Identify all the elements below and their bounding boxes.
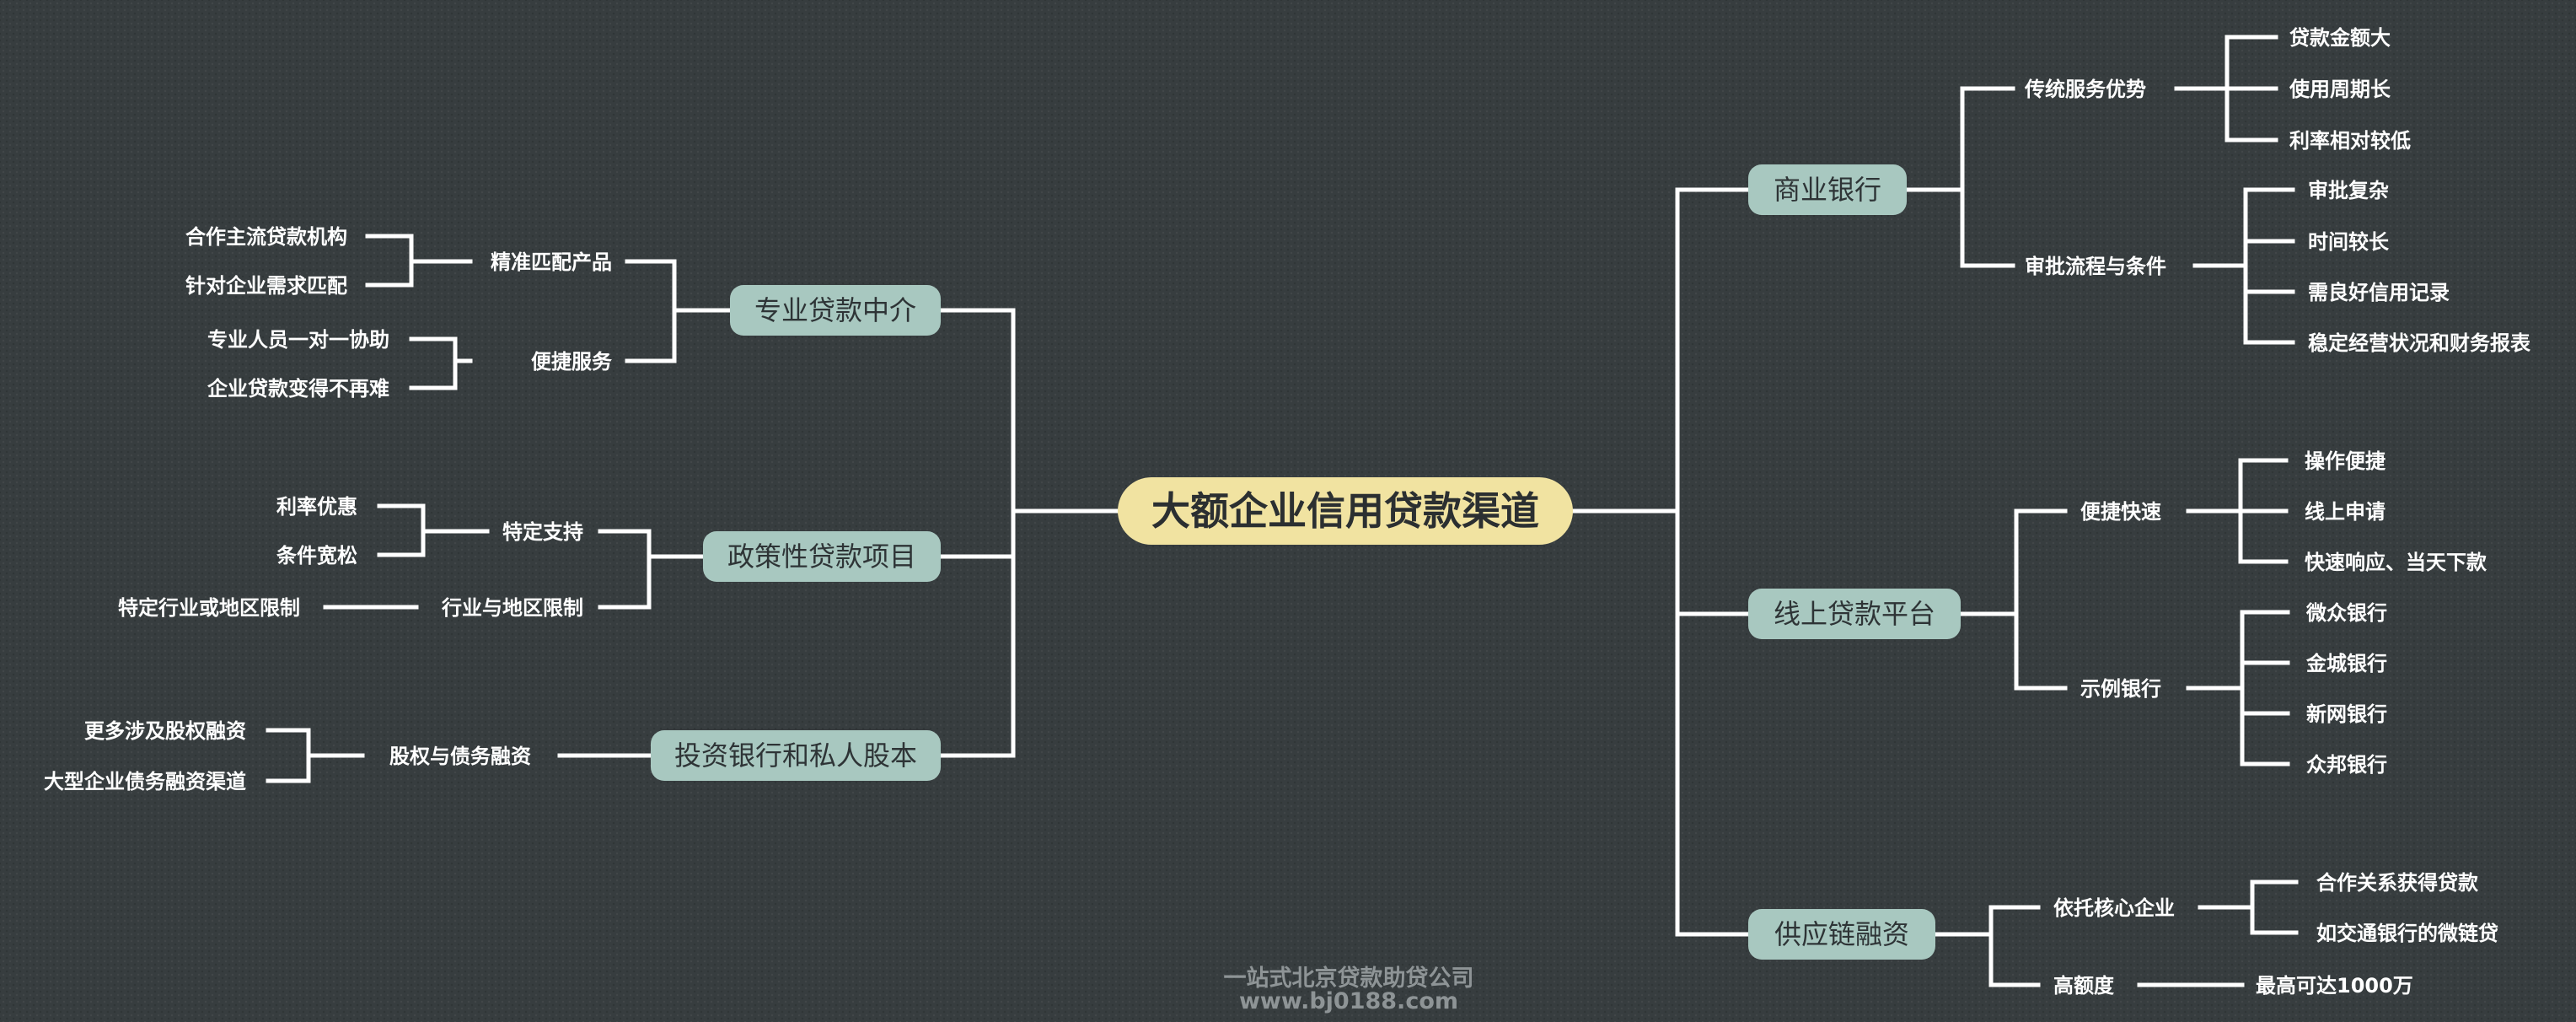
- subtopic-example-banks[interactable]: 示例银行: [2080, 677, 2161, 701]
- root-title: 大额企业信用贷款渠道: [1151, 488, 1539, 534]
- branch-policy-loan[interactable]: 政策性贷款项目: [703, 531, 941, 582]
- leaf-item[interactable]: 时间较长: [2308, 230, 2390, 254]
- leaf-item[interactable]: 金城银行: [2305, 652, 2387, 675]
- branch-box: [651, 730, 941, 781]
- branch-box: [1748, 589, 1961, 639]
- leaf-item[interactable]: 使用周期长: [2289, 78, 2391, 101]
- leaf-item[interactable]: 专业人员一对一协助: [207, 328, 389, 352]
- branch-box: [1748, 164, 1907, 215]
- root-node-box: [1118, 477, 1573, 545]
- subtopic-equity-debt-financing[interactable]: 股权与债务融资: [389, 745, 531, 768]
- subtopic-convenient-service[interactable]: 便捷服务: [531, 350, 613, 374]
- leaf-item[interactable]: 特定行业或地区限制: [118, 596, 300, 620]
- leaf-item[interactable]: 企业贷款变得不再难: [207, 377, 389, 401]
- branch-label: 供应链融资: [1774, 918, 1909, 950]
- branch-label: 线上贷款平台: [1774, 598, 1935, 630]
- subtopic-high-amount[interactable]: 高额度: [2053, 974, 2115, 998]
- branch-box: [1748, 909, 1935, 960]
- branch-supply-chain[interactable]: 供应链融资: [1748, 909, 1935, 960]
- branch-label: 政策性贷款项目: [727, 541, 916, 573]
- leaf-item[interactable]: 贷款金额大: [2289, 26, 2391, 50]
- leaf-item[interactable]: 最高可达1000万: [2256, 974, 2413, 998]
- leaf-item[interactable]: 条件宽松: [276, 544, 357, 567]
- branch-online-platform[interactable]: 线上贷款平台: [1748, 589, 1961, 639]
- subtopic-traditional-advantage[interactable]: 传统服务优势: [2024, 78, 2146, 101]
- subtopic-specific-support[interactable]: 特定支持: [502, 520, 583, 544]
- subtopic-industry-region-limit[interactable]: 行业与地区限制: [441, 596, 583, 620]
- leaf-item[interactable]: 操作便捷: [2305, 449, 2385, 473]
- leaf-item[interactable]: 利率相对较低: [2289, 129, 2411, 153]
- leaf-item[interactable]: 稳定经营状况和财务报表: [2308, 331, 2531, 355]
- leaf-item[interactable]: 快速响应、当天下款: [2305, 551, 2487, 574]
- branch-commercial-bank[interactable]: 商业银行: [1748, 164, 1907, 215]
- subtopic-fast-convenient[interactable]: 便捷快速: [2080, 500, 2161, 524]
- branch-label: 专业贷款中介: [754, 294, 916, 326]
- branch-investment-bank[interactable]: 投资银行和私人股本: [651, 730, 941, 781]
- footer-website[interactable]: www.bj0188.com: [1238, 988, 1459, 1014]
- leaf-item[interactable]: 利率优惠: [276, 495, 357, 519]
- leaf-item[interactable]: 审批复杂: [2308, 179, 2389, 202]
- leaf-item[interactable]: 需良好信用记录: [2308, 281, 2450, 304]
- footer-company-name: 一站式北京贷款助贷公司: [1223, 966, 1474, 992]
- leaf-item[interactable]: 更多涉及股权融资: [84, 719, 246, 743]
- branch-loan-agency[interactable]: 专业贷款中介: [730, 285, 941, 336]
- leaf-item[interactable]: 新网银行: [2306, 702, 2387, 726]
- leaf-item[interactable]: 微众银行: [2305, 601, 2387, 625]
- leaf-item[interactable]: 众邦银行: [2306, 753, 2387, 777]
- branch-box: [730, 285, 941, 336]
- subtopic-precise-match[interactable]: 精准匹配产品: [491, 250, 612, 274]
- leaf-item[interactable]: 针对企业需求匹配: [185, 274, 347, 298]
- subtopic-approval-process[interactable]: 审批流程与条件: [2025, 255, 2166, 278]
- leaf-item[interactable]: 合作主流贷款机构: [185, 225, 347, 249]
- branch-label: 商业银行: [1774, 174, 1881, 206]
- subtopic-core-enterprise[interactable]: 依托核心企业: [2053, 896, 2175, 920]
- branch-box: [703, 531, 941, 582]
- leaf-item[interactable]: 大型企业债务融资渠道: [44, 770, 246, 793]
- leaf-item[interactable]: 线上申请: [2305, 500, 2385, 524]
- root-node[interactable]: 大额企业信用贷款渠道: [1118, 477, 1573, 545]
- leaf-item[interactable]: 合作关系获得贷款: [2316, 871, 2479, 895]
- leaf-item[interactable]: 如交通银行的微链贷: [2316, 922, 2498, 945]
- connector-lines: [266, 35, 2299, 987]
- branch-label: 投资银行和私人股本: [674, 740, 917, 772]
